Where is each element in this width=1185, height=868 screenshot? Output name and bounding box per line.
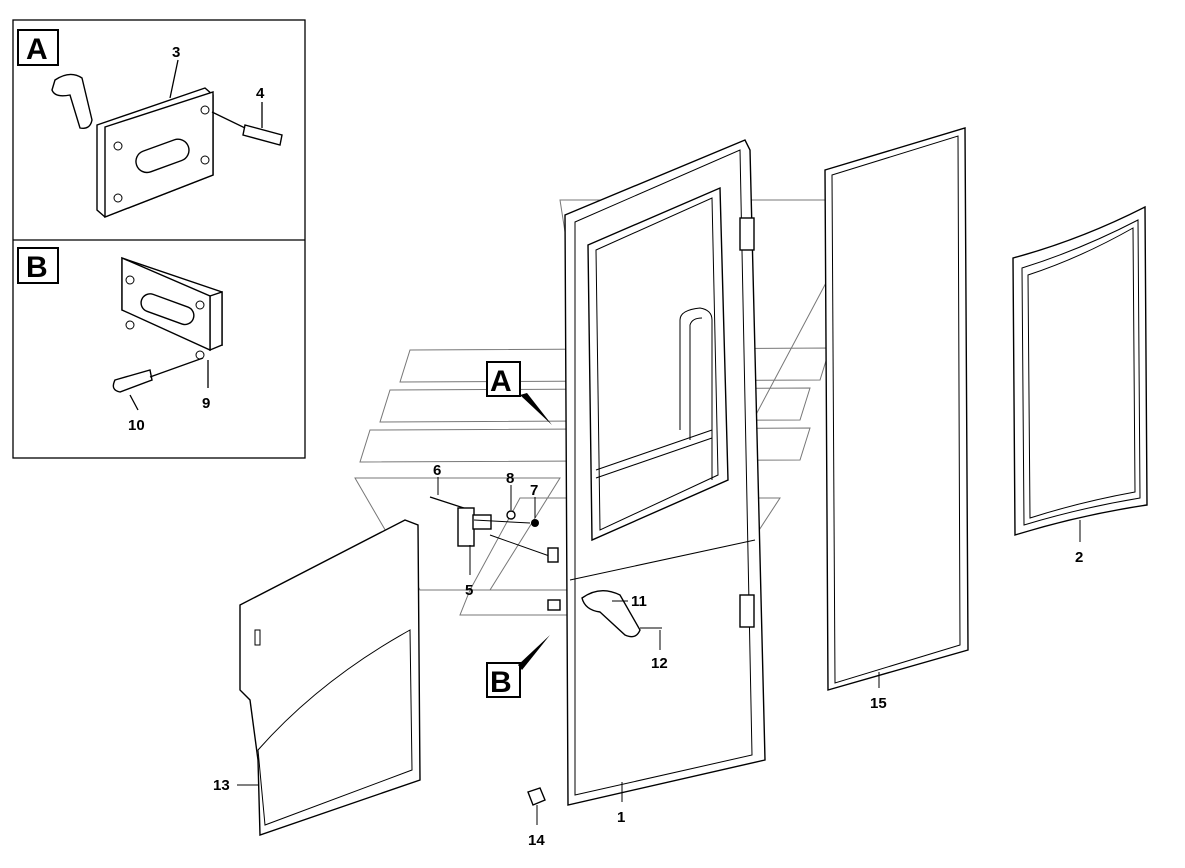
inset-a-letter: A	[26, 33, 48, 66]
callout-15: 15	[870, 695, 887, 712]
callout-5: 5	[465, 582, 473, 599]
door-seal	[824, 127, 969, 691]
door-frame	[564, 139, 766, 806]
callout-8: 8	[506, 470, 514, 487]
view-marker-b	[486, 635, 550, 698]
view-marker-a-letter: A	[490, 365, 512, 398]
callout-9: 9	[202, 395, 210, 412]
leader-lines	[237, 477, 1081, 825]
inset-panel	[12, 19, 306, 459]
callout-3: 3	[172, 44, 180, 61]
callout-10: 10	[128, 417, 145, 434]
latch-plate-a	[51, 59, 283, 219]
callout-6: 6	[433, 462, 441, 479]
callout-13: 13	[213, 777, 230, 794]
view-marker-a	[486, 361, 552, 425]
inset-b-label-box	[17, 247, 59, 284]
latch-plate-b	[112, 256, 223, 411]
lower-panel	[239, 519, 421, 836]
callout-11: 11	[631, 593, 647, 610]
callout-14: 14	[528, 832, 545, 849]
latch-assembly	[429, 496, 662, 806]
window-glass	[1012, 205, 1148, 536]
callout-4: 4	[256, 85, 265, 102]
callout-1: 1	[617, 809, 625, 826]
callout-2: 2	[1075, 549, 1083, 566]
callout-12: 12	[651, 655, 668, 672]
view-marker-b-letter: B	[490, 666, 512, 699]
inset-b-letter: B	[26, 251, 48, 284]
callout-7: 7	[530, 482, 538, 499]
inset-a-label-box	[17, 29, 59, 66]
